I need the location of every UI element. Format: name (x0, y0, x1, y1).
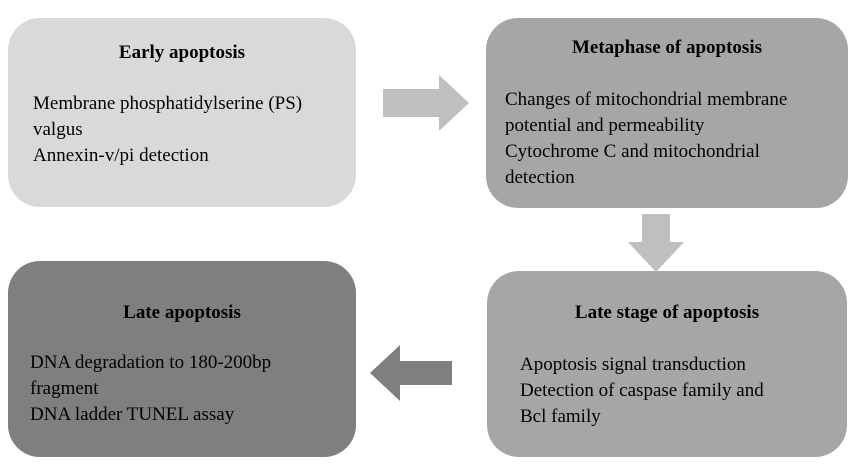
text-line: Annexin-v/pi detection (33, 145, 209, 166)
late-apoptosis-title: Late apoptosis (123, 302, 241, 323)
text-line: Cytochrome C and mitochondrial (505, 141, 760, 162)
late-apoptosis-text: DNA degradation to 180-200bp fragment DN… (30, 350, 271, 428)
text-line: DNA degradation to 180-200bp (30, 352, 272, 373)
arrow-right-icon (383, 75, 469, 131)
text-line: Bcl family (520, 406, 601, 427)
metaphase-apoptosis-box: Metaphase of apoptosis Changes of mitoch… (486, 18, 848, 208)
text-line: DNA ladder TUNEL assay (30, 404, 235, 425)
early-apoptosis-text: Membrane phosphatidylserine (PS) valgus … (33, 91, 302, 169)
metaphase-apoptosis-text: Changes of mitochondrial membrane potent… (505, 87, 787, 191)
arrow-down-icon (628, 214, 684, 272)
text-line: detection (505, 167, 575, 188)
text-line: Apoptosis signal transduction (520, 354, 746, 375)
text-line: fragment (30, 378, 99, 399)
late-stage-apoptosis-text: Apoptosis signal transduction Detection … (520, 352, 764, 430)
late-apoptosis-box: Late apoptosis DNA degradation to 180-20… (8, 261, 356, 457)
late-stage-apoptosis-title: Late stage of apoptosis (574, 302, 760, 323)
early-apoptosis-box: Early apoptosis Membrane phosphatidylser… (8, 18, 356, 207)
text-line: Membrane phosphatidylserine (PS) (33, 93, 303, 114)
text-line: Changes of mitochondrial membrane (505, 89, 788, 110)
late-stage-apoptosis-box: Late stage of apoptosis Apoptosis signal… (487, 271, 847, 457)
early-apoptosis-title: Early apoptosis (118, 42, 246, 63)
text-line: valgus (33, 119, 83, 140)
metaphase-apoptosis-title: Metaphase of apoptosis (571, 37, 762, 58)
text-line: Detection of caspase family and (520, 380, 764, 401)
text-line: potential and permeability (505, 115, 705, 136)
arrow-left-icon (370, 345, 452, 401)
